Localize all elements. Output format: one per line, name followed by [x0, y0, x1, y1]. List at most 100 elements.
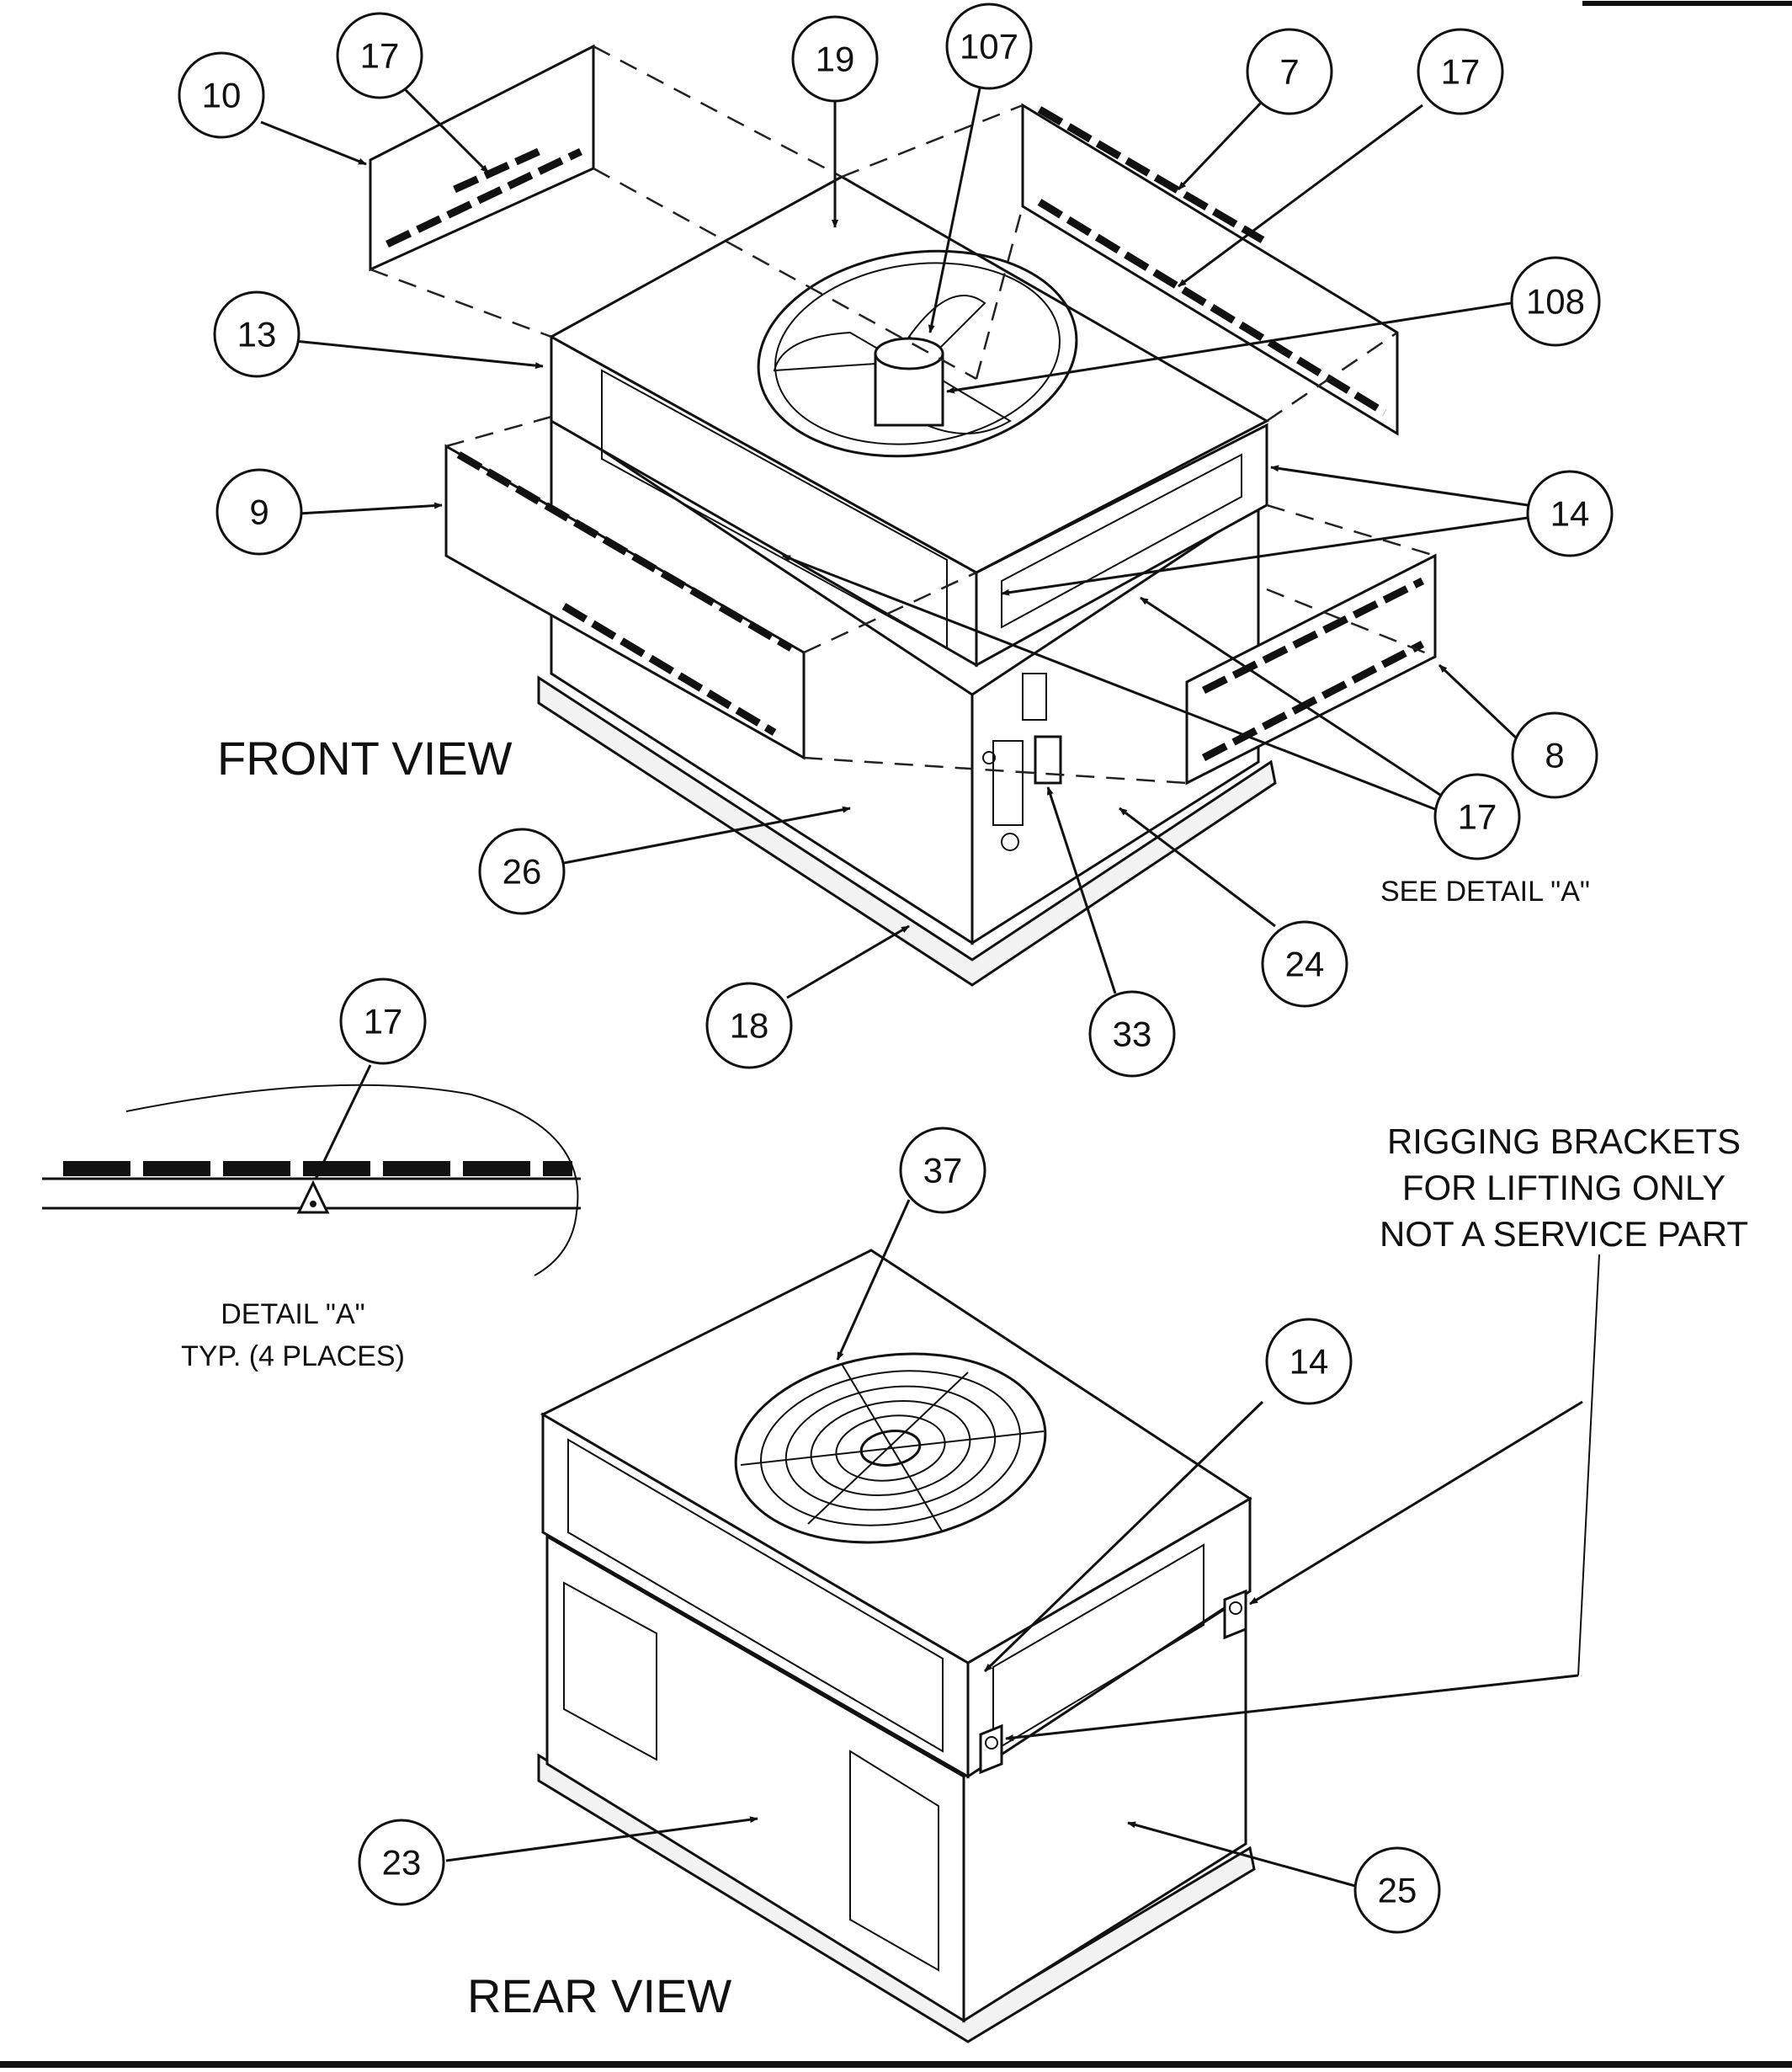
dash-4	[841, 104, 1024, 178]
callout-23-label: 23	[382, 1843, 422, 1883]
callout-37-label: 37	[923, 1151, 963, 1190]
callout-8: 8	[1511, 711, 1598, 799]
dash-7	[445, 415, 552, 448]
callout-17b-label: 17	[1441, 52, 1481, 92]
callout-17c-label: 17	[1458, 797, 1497, 837]
callout-13: 13	[213, 290, 300, 378]
detail-a	[42, 1084, 581, 1276]
leader-9	[298, 502, 443, 515]
dash-9	[803, 571, 977, 654]
callout-9-label: 9	[249, 493, 269, 532]
front-fan-blade-2	[907, 295, 986, 355]
callout-23: 23	[358, 1819, 445, 1906]
callout-108-label: 108	[1526, 282, 1585, 322]
callout-108: 108	[1510, 256, 1601, 347]
panel-8-louvers-2	[1201, 577, 1425, 695]
rear-fan-guard-ring-2	[784, 1385, 997, 1511]
front-service-port	[982, 751, 996, 764]
front-coil-opening-left	[601, 369, 948, 650]
rear-view-label: REAR VIEW	[467, 1969, 731, 2022]
leader-13	[294, 339, 544, 370]
front-coil-opening-right	[1001, 453, 1242, 629]
leader-23	[445, 1816, 758, 1862]
leader-17b	[1178, 104, 1423, 288]
front-base-rail	[537, 675, 1277, 987]
dash-2	[593, 167, 977, 381]
panel-7-louvers-top	[1037, 106, 1265, 243]
dash-3	[370, 268, 552, 338]
leader-rigging-stem	[1577, 1254, 1600, 1676]
dash-10	[1266, 503, 1436, 557]
front-control-box	[1034, 735, 1062, 785]
front-control-louver-upper	[1022, 673, 1047, 721]
detail-bracket-hole	[310, 1201, 316, 1207]
callout-25: 25	[1353, 1846, 1441, 1934]
front-lower-right-face	[970, 503, 1260, 945]
panel-7	[1021, 103, 1399, 436]
rear-unit	[537, 1249, 1256, 2043]
callout-107: 107	[945, 3, 1033, 90]
callout-18-label: 18	[730, 1006, 769, 1046]
rigging-bracket-right-hole	[1229, 1601, 1242, 1615]
callout-24-label: 24	[1285, 945, 1325, 984]
rigging-bracket-front-hole	[985, 1736, 998, 1750]
callout-33-label: 33	[1113, 1015, 1152, 1054]
callout-25-label: 25	[1378, 1871, 1417, 1910]
leader-17c-1	[1140, 596, 1449, 802]
callout-24: 24	[1261, 920, 1348, 1008]
rigging-note-line1: RIGGING BRACKETS	[1387, 1121, 1741, 1161]
callout-33: 33	[1088, 990, 1176, 1078]
leader-108	[946, 301, 1512, 394]
rear-fan-guard-outer	[734, 1352, 1047, 1544]
callout-19: 19	[791, 15, 879, 103]
leader-14b	[983, 1400, 1264, 1673]
callout-17b: 17	[1417, 28, 1504, 115]
callout-19-label: 19	[816, 40, 855, 79]
front-exploded-panels	[369, 44, 1437, 786]
callout-14b: 14	[1265, 1318, 1353, 1405]
callout-26: 26	[478, 828, 566, 915]
detail-a-title: DETAIL "A"	[221, 1298, 365, 1330]
leader-rigging-2	[1005, 1674, 1579, 1741]
leader-17d	[314, 1064, 372, 1180]
see-detail-note: SEE DETAIL "A"	[1380, 876, 1590, 908]
leader-24	[1119, 807, 1276, 928]
rear-coil-opening-left	[567, 1438, 944, 1753]
rigging-note-line3: NOT A SERVICE PART	[1380, 1214, 1748, 1254]
leader-14a-2	[1001, 516, 1529, 596]
detail-break-curve	[125, 1084, 579, 1276]
leader-25	[1127, 1821, 1356, 1888]
panel-7-louvers	[1037, 199, 1387, 416]
front-fan-motor-top	[874, 337, 944, 370]
dash-5	[1266, 331, 1398, 423]
leader-lines	[260, 83, 1600, 1888]
callout-13-label: 13	[237, 315, 277, 354]
leader-37	[836, 1199, 911, 1361]
callout-17d: 17	[339, 977, 427, 1065]
rear-fan-guard-spoke-3	[807, 1372, 969, 1525]
front-unit	[537, 175, 1277, 987]
rear-fan-guard-ring-3	[810, 1399, 971, 1497]
front-view-label: FRONT VIEW	[217, 732, 513, 785]
callout-10: 10	[178, 51, 265, 139]
leader-10	[260, 120, 367, 166]
callout-14b-label: 14	[1289, 1342, 1329, 1382]
front-fan-orifice-inner	[774, 262, 1061, 445]
front-access-hole	[1001, 833, 1019, 851]
detail-bracket	[296, 1180, 330, 1214]
callout-17a: 17	[336, 12, 423, 99]
callout-7-label: 7	[1279, 52, 1299, 92]
rear-fan-guard-ring-1	[759, 1370, 1022, 1526]
panel-9-louvers-2	[561, 603, 777, 736]
rear-fan-guard-ring-4	[835, 1414, 946, 1482]
callout-17d-label: 17	[364, 1002, 403, 1041]
leader-8	[1438, 663, 1521, 743]
leader-14a-1	[1270, 465, 1529, 507]
callout-37: 37	[899, 1127, 986, 1214]
leader-18	[786, 924, 910, 999]
callout-14a: 14	[1526, 470, 1614, 557]
panel-10-louvers	[386, 147, 582, 248]
panel-10-louvers-2	[453, 147, 540, 194]
rear-access-opening-2	[849, 1750, 939, 1972]
